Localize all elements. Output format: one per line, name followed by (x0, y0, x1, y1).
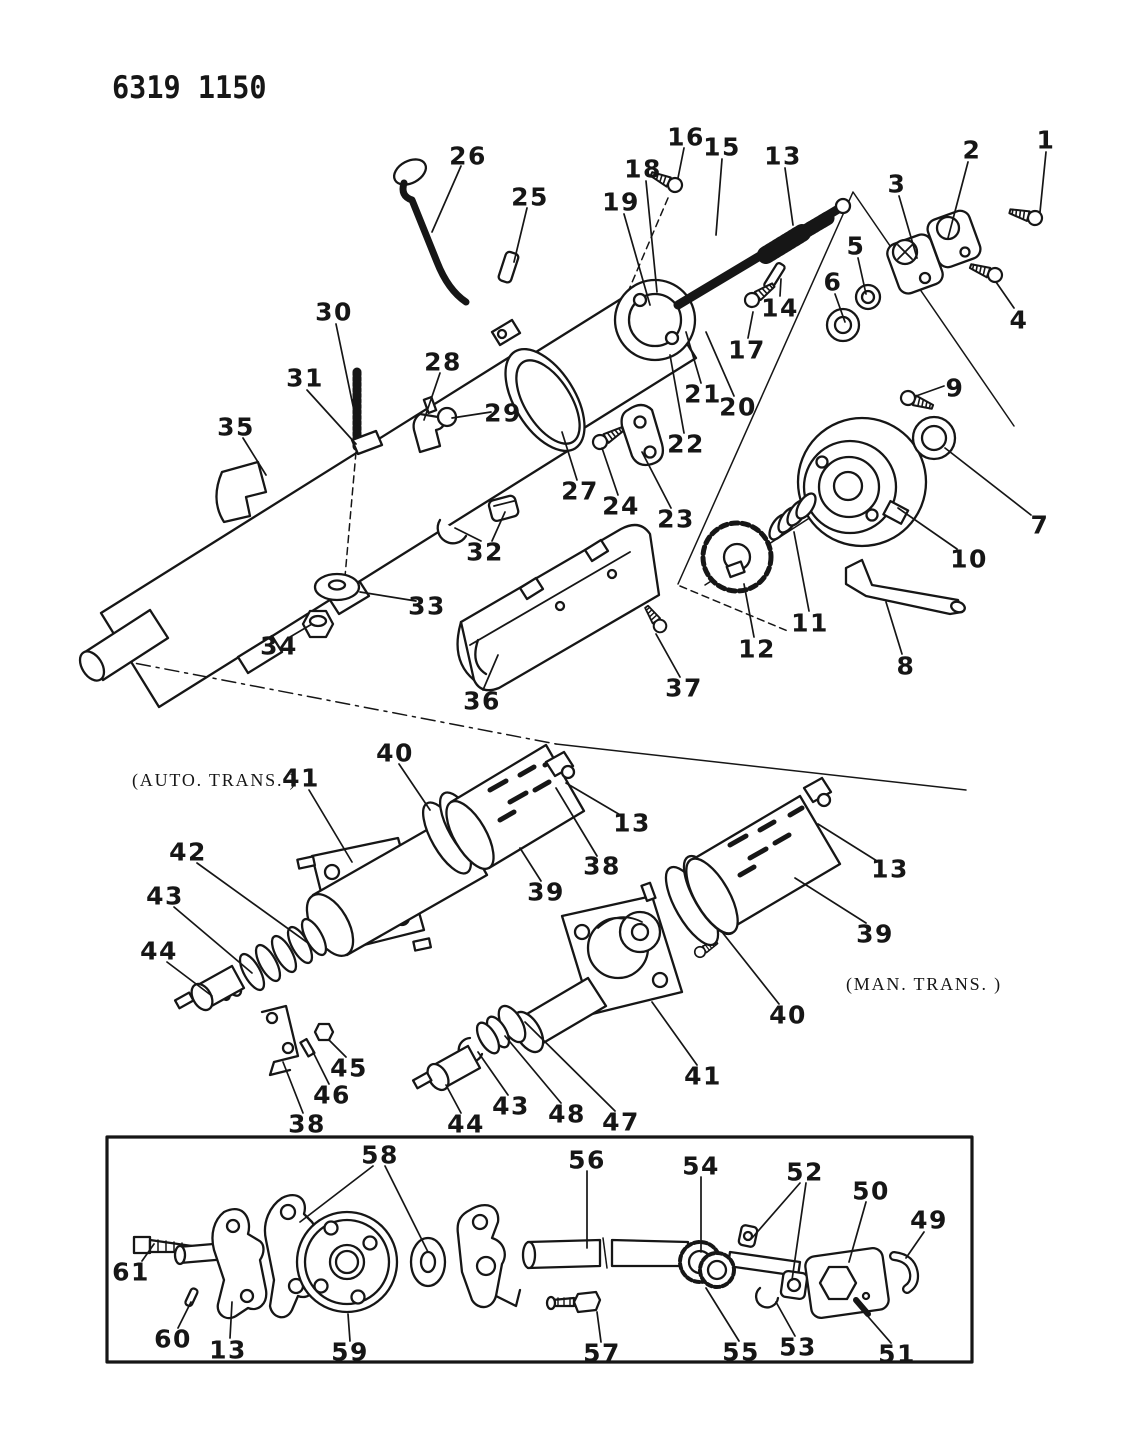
man-trans-label: (MAN. TRANS. ) (846, 974, 1002, 994)
callout-13: 13 (613, 808, 651, 838)
callout-20: 20 (719, 392, 757, 422)
callout-8: 8 (896, 651, 916, 681)
callout-38: 38 (583, 851, 621, 881)
catalog-code: 6319 1150 (112, 70, 267, 106)
callout-41: 41 (684, 1061, 722, 1091)
callout-28: 28 (424, 347, 462, 377)
callout-43: 43 (492, 1091, 530, 1121)
callout-33: 33 (408, 591, 446, 621)
callout-12: 12 (738, 634, 776, 664)
callout-22: 22 (667, 429, 705, 459)
callout-40: 40 (769, 1000, 807, 1030)
callout-30: 30 (315, 297, 353, 327)
callout-25: 25 (511, 182, 549, 212)
callout-27: 27 (561, 476, 599, 506)
callout-48: 48 (548, 1099, 586, 1129)
callout-7: 7 (1030, 510, 1050, 540)
callout-42: 42 (169, 837, 207, 867)
callout-15: 15 (703, 132, 741, 162)
callout-44: 44 (140, 936, 178, 966)
callout-36: 36 (463, 686, 501, 716)
callout-39: 39 (856, 919, 894, 949)
leader-lines-upper (242, 147, 1047, 691)
callout-2: 2 (962, 135, 982, 165)
callout-56: 56 (568, 1145, 606, 1175)
callout-31: 31 (286, 363, 324, 393)
callout-34: 34 (260, 631, 298, 661)
auto-trans-shaft-drawing (173, 743, 586, 1077)
callout-40: 40 (376, 738, 414, 768)
callout-59: 59 (331, 1337, 369, 1367)
callout-21: 21 (684, 379, 722, 409)
callout-13: 13 (871, 854, 909, 884)
callout-16: 16 (667, 122, 705, 152)
callout-49: 49 (910, 1205, 948, 1235)
callout-51: 51 (878, 1339, 916, 1369)
callout-3: 3 (887, 169, 907, 199)
callout-55: 55 (722, 1337, 760, 1367)
callout-54: 54 (682, 1151, 720, 1181)
upper-column-assembly-drawing (78, 158, 1045, 709)
callout-50: 50 (852, 1176, 890, 1206)
callout-9: 9 (945, 373, 965, 403)
callout-17: 17 (728, 335, 766, 365)
callout-14: 14 (761, 293, 799, 323)
callout-23: 23 (657, 504, 695, 534)
callout-37: 37 (665, 673, 703, 703)
callout-61: 61 (112, 1257, 150, 1287)
callout-13: 13 (764, 141, 802, 171)
callout-44: 44 (447, 1109, 485, 1139)
man-trans-shaft-drawing (411, 776, 842, 1092)
callout-24: 24 (602, 491, 640, 521)
callout-53: 53 (779, 1332, 817, 1362)
callout-52: 52 (786, 1157, 824, 1187)
callout-46: 46 (313, 1080, 351, 1110)
callout-5: 5 (846, 231, 866, 261)
callout-6: 6 (823, 267, 843, 297)
callout-32: 32 (466, 537, 504, 567)
leader-lines-bottom (141, 1165, 925, 1344)
auto-trans-label: (AUTO. TRANS. ) (132, 770, 298, 790)
callout-26: 26 (449, 141, 487, 171)
callout-35: 35 (217, 412, 255, 442)
callout-45: 45 (330, 1053, 368, 1083)
callout-1: 1 (1036, 125, 1056, 155)
callout-39: 39 (527, 877, 565, 907)
callout-10: 10 (950, 544, 988, 574)
callout-58: 58 (361, 1140, 399, 1170)
callout-43: 43 (146, 881, 184, 911)
construction-lines (107, 191, 1015, 791)
callout-57: 57 (583, 1338, 621, 1368)
callout-29: 29 (484, 398, 522, 428)
callout-4: 4 (1009, 305, 1029, 335)
callout-60: 60 (154, 1324, 192, 1354)
callout-41: 41 (282, 763, 320, 793)
leader-lines-middle (166, 763, 878, 1114)
callout-38: 38 (288, 1109, 326, 1139)
callout-11: 11 (791, 608, 829, 638)
callout-13: 13 (209, 1335, 247, 1365)
callout-47: 47 (602, 1107, 640, 1137)
callout-18: 18 (624, 154, 662, 184)
coupling-detail-box (105, 1135, 974, 1364)
callout-19: 19 (602, 187, 640, 217)
